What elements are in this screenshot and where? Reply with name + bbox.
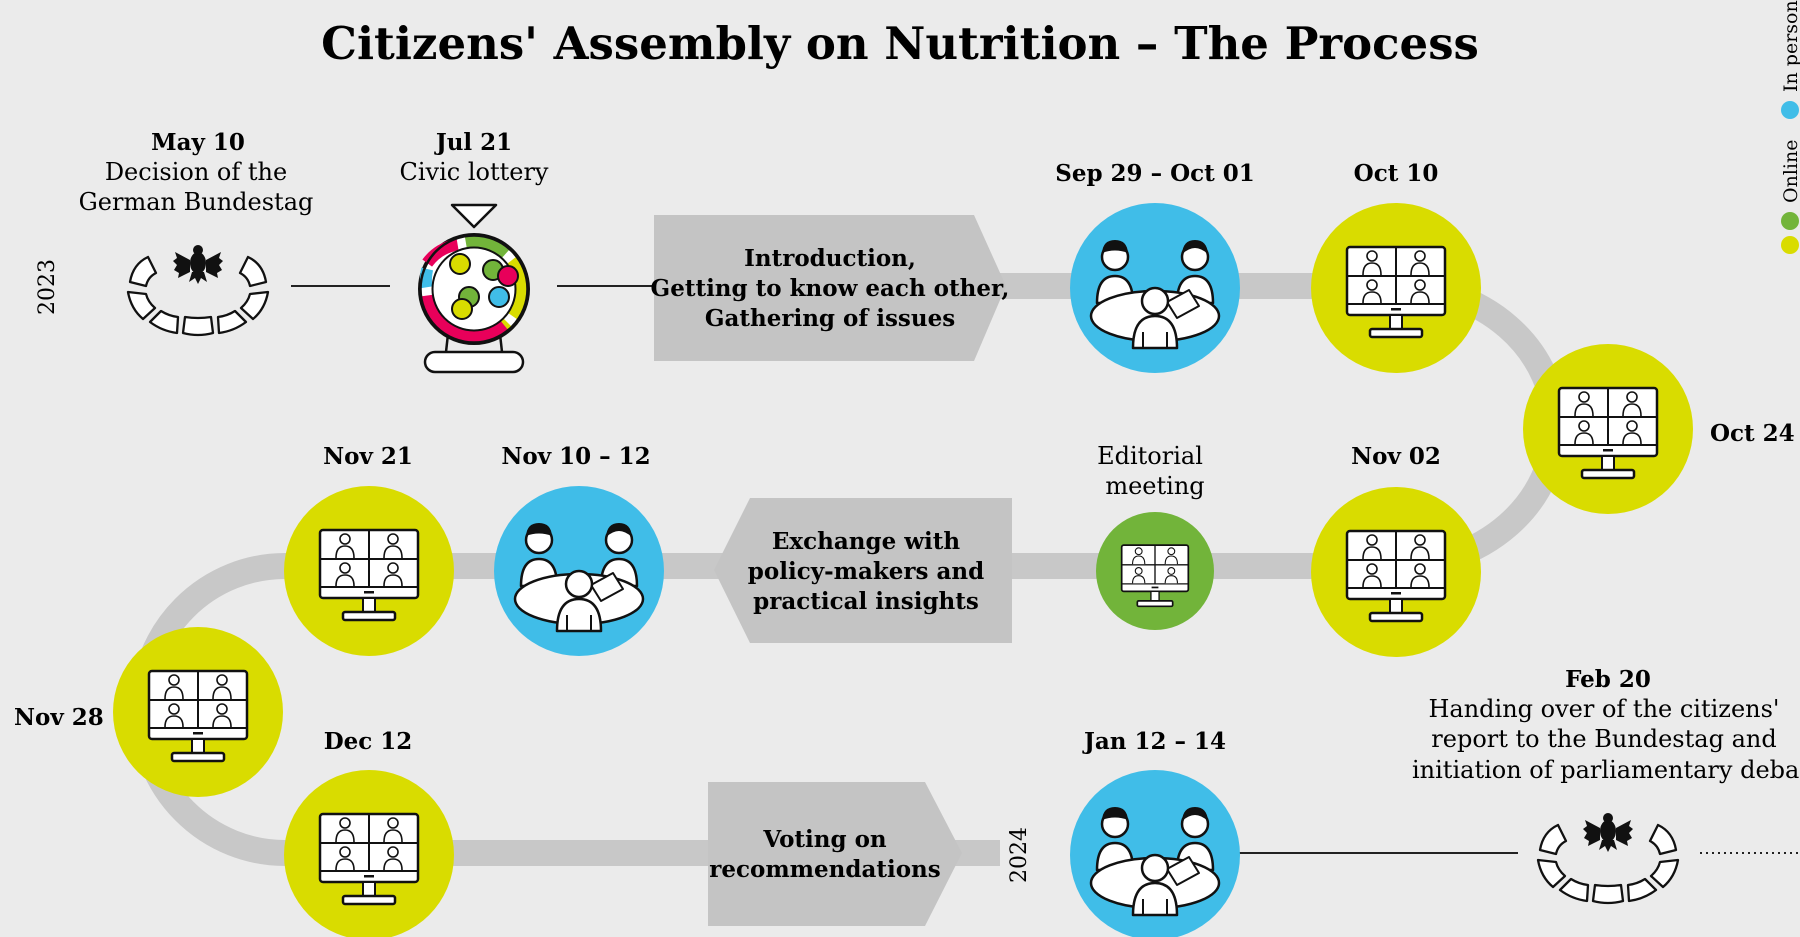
event-may10-date: May 10 <box>151 129 245 156</box>
connector-lines <box>291 285 1800 854</box>
year-label-2023: 2023 <box>35 259 60 315</box>
phase-box-1-shape <box>654 215 1006 361</box>
event-nov21-date: Nov 21 <box>323 443 413 470</box>
event-dec12: Dec 12 <box>284 728 454 937</box>
legend-online-swatch <box>1781 236 1799 254</box>
phase-box-1-line-2: Getting to know each other, <box>651 275 1010 302</box>
bundestag-eagle-icon <box>1536 811 1680 905</box>
year-label-2024: 2024 <box>1007 827 1032 883</box>
event-oct10: Oct 10 <box>1311 160 1481 373</box>
event-nov02-date: Nov 02 <box>1351 443 1441 470</box>
event-nov28-date: Nov 28 <box>14 704 104 731</box>
phase-box-1-line-3: Gathering of issues <box>705 305 955 332</box>
event-feb20: Feb 20 Handing over of the citizens' rep… <box>1412 666 1800 905</box>
bundestag-eagle-icon <box>126 243 270 337</box>
event-oct24-date: Oct 24 <box>1710 420 1795 447</box>
phase-box-3-shape <box>708 782 962 926</box>
event-editorial: Editorial meeting <box>1096 442 1214 630</box>
phase-box-2-shape <box>714 498 1012 643</box>
event-feb20-line-1: Handing over of the citizens' <box>1428 695 1779 723</box>
phase-box-2: Exchange with policy-makers and practica… <box>714 498 1012 643</box>
legend-online-label: Online <box>1780 140 1800 203</box>
event-may10-line-2: German Bundestag <box>79 188 314 216</box>
event-may10-line-1: Decision of the <box>105 158 287 186</box>
phase-box-2-line-1: Exchange with <box>772 528 960 555</box>
lottery-wheel-icon <box>419 205 529 372</box>
event-nov21: Nov 21 <box>284 443 454 656</box>
phase-box-3-line-1: Voting on <box>762 826 887 853</box>
event-feb20-date: Feb 20 <box>1565 666 1651 693</box>
event-jul21-date: Jul 21 <box>434 129 512 156</box>
year-gap <box>1000 830 1036 878</box>
event-oct24: Oct 24 <box>1523 344 1795 514</box>
phase-box-2-line-2: policy-makers and <box>748 558 984 585</box>
phase-box-1: Introduction, Getting to know each other… <box>651 215 1010 361</box>
event-nov10: Nov 10 – 12 <box>494 443 664 656</box>
event-oct10-date: Oct 10 <box>1354 160 1439 187</box>
event-nov28: Nov 28 <box>14 627 283 797</box>
event-sep29-date: Sep 29 – Oct 01 <box>1055 160 1255 187</box>
event-may10: May 10 Decision of the German Bundestag <box>79 129 314 337</box>
legend: In person Online <box>1780 0 1800 254</box>
event-editorial-line-2: meeting <box>1105 472 1204 500</box>
event-feb20-line-2: report to the Bundestag and <box>1431 725 1776 753</box>
phase-box-3-line-2: recommendations <box>709 856 940 883</box>
legend-online-editorial-swatch <box>1781 212 1799 230</box>
event-editorial-line-1: Editorial <box>1097 442 1203 470</box>
event-nov10-date: Nov 10 – 12 <box>501 443 650 470</box>
event-dec12-date: Dec 12 <box>324 728 413 755</box>
event-jul21: Jul 21 Civic lottery <box>400 129 549 372</box>
event-jan12: Jan 12 – 14 <box>1070 728 1240 937</box>
phase-box-3: Voting on recommendations <box>708 782 962 926</box>
phase-box-2-line-3: practical insights <box>753 588 979 615</box>
page-title: Citizens' Assembly on Nutrition – The Pr… <box>321 17 1479 70</box>
legend-in-person-label: In person <box>1780 0 1800 92</box>
legend-in-person-swatch <box>1781 101 1799 119</box>
event-sep29: Sep 29 – Oct 01 <box>1055 160 1255 373</box>
event-nov02: Nov 02 <box>1311 443 1481 657</box>
event-jan12-date: Jan 12 – 14 <box>1082 728 1226 755</box>
event-jul21-line-1: Civic lottery <box>400 158 549 186</box>
phase-box-1-line-1: Introduction, <box>744 245 916 272</box>
event-feb20-line-3: initiation of parliamentary debate <box>1412 756 1800 784</box>
